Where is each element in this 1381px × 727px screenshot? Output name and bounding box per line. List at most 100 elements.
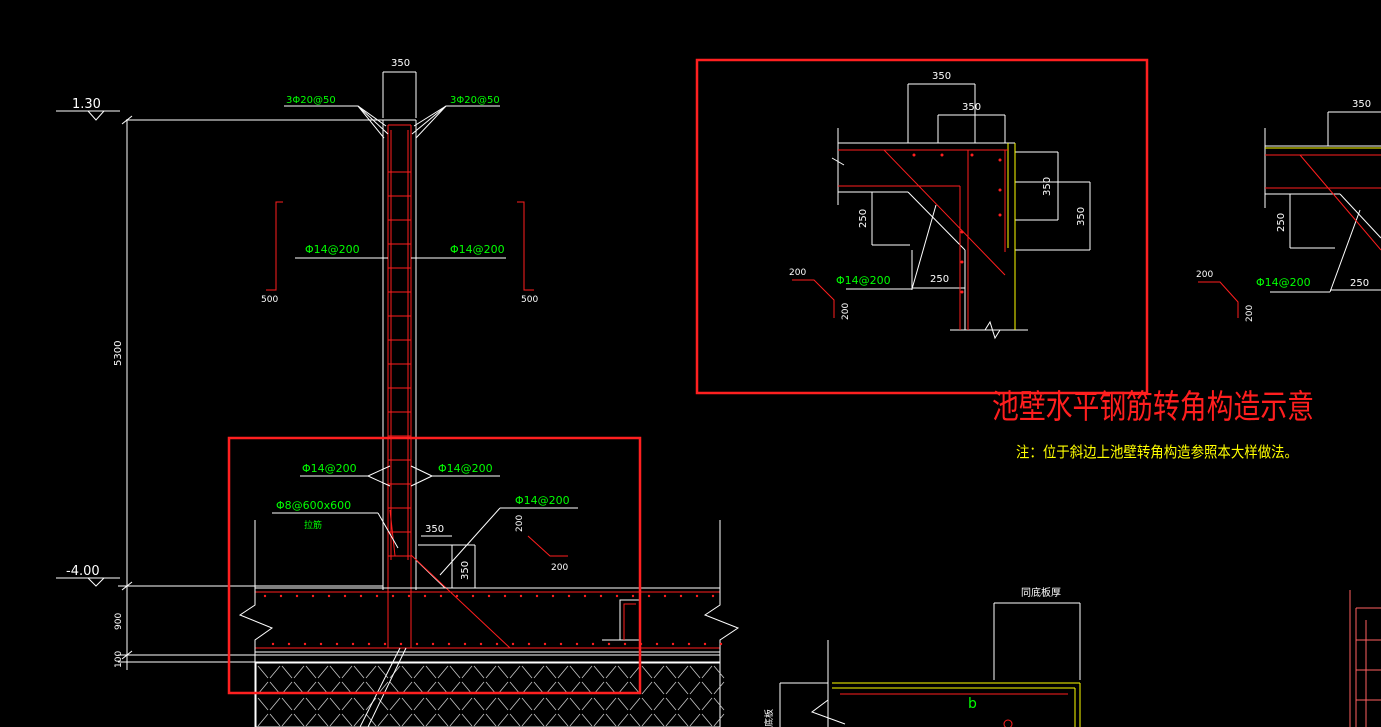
hatch-stroke bbox=[545, 665, 557, 679]
hatch-stroke bbox=[557, 697, 569, 711]
right-dim-250-left: 250 bbox=[1276, 213, 1287, 232]
corner-rebar-label: Φ14@200 bbox=[836, 274, 891, 287]
hatch-stroke bbox=[401, 697, 413, 711]
section-text: 1.30 -4.00 350 5300 900 100 500 500 350 … bbox=[66, 58, 570, 668]
base-slab bbox=[238, 520, 740, 727]
bottom-detail-rebar bbox=[840, 693, 1068, 727]
slab-bottom-dot bbox=[287, 642, 291, 646]
corner-dim-350-inner: 350 bbox=[962, 102, 981, 113]
slab-bottom-dot bbox=[575, 642, 579, 646]
right-partial-text: 350 250 250 200 200 Φ14@200 bbox=[1196, 99, 1371, 322]
hatch-stroke bbox=[269, 697, 281, 711]
slab-top-dot bbox=[455, 594, 459, 598]
slab-bottom-dot bbox=[591, 642, 595, 646]
slab-top-dot bbox=[407, 594, 411, 598]
slab-bottom-dot bbox=[719, 642, 723, 646]
hatch-stroke bbox=[653, 713, 665, 727]
hatch-stroke bbox=[257, 713, 269, 727]
slab-bottom-dot bbox=[607, 642, 611, 646]
slab-bottom-dot bbox=[447, 642, 451, 646]
wall-section-view bbox=[56, 71, 740, 727]
hatch-stroke bbox=[281, 697, 293, 711]
slab-top-dot bbox=[391, 594, 395, 598]
slab-top-dot bbox=[503, 594, 507, 598]
dim-height: 5300 bbox=[113, 341, 124, 366]
slab-bottom-dot bbox=[559, 642, 563, 646]
corner-dim-350-right-inner: 350 bbox=[1042, 177, 1053, 196]
highlight-box-base bbox=[227, 436, 642, 695]
slab-bottom-dot bbox=[271, 642, 275, 646]
slab-top-dot bbox=[263, 594, 267, 598]
hatch-stroke bbox=[461, 713, 473, 727]
slab-top-dot bbox=[567, 594, 571, 598]
right-dim-250-bottom: 250 bbox=[1350, 278, 1369, 289]
slab-top-dot bbox=[327, 594, 331, 598]
hatch-stroke bbox=[569, 665, 581, 679]
hatch-stroke bbox=[617, 697, 629, 711]
slab-bottom-dot bbox=[543, 642, 547, 646]
corner-dim-350-right-outer: 350 bbox=[1076, 207, 1087, 226]
bottom-detail-marker: b bbox=[968, 696, 977, 712]
bottom-detail-label: 同底板厚 bbox=[1021, 586, 1061, 599]
hatch-stroke bbox=[701, 681, 713, 695]
slab-bottom-dot bbox=[399, 642, 403, 646]
hatch-stroke bbox=[437, 713, 449, 727]
hatch-stroke bbox=[641, 665, 653, 679]
dim-haunch-height: 350 bbox=[460, 561, 471, 580]
slab-top-dot bbox=[695, 594, 699, 598]
hatch-stroke bbox=[569, 697, 581, 711]
hatch-stroke bbox=[521, 697, 533, 711]
corner-rebar bbox=[838, 149, 1008, 330]
right-rebar-label: Φ14@200 bbox=[1256, 276, 1311, 289]
hatch-stroke bbox=[665, 713, 677, 727]
hatch-stroke bbox=[533, 713, 545, 727]
right-partial-rebar bbox=[1198, 154, 1381, 318]
slab-top-dot bbox=[615, 594, 619, 598]
hatch-stroke bbox=[545, 697, 557, 711]
hatch-stroke bbox=[701, 665, 713, 679]
slab-top-dot bbox=[583, 594, 587, 598]
rebar-label-mid-left: Φ14@200 bbox=[305, 243, 360, 256]
corner-dot bbox=[960, 290, 964, 294]
hatch-stroke bbox=[425, 665, 437, 679]
dim-cushion: 100 bbox=[114, 651, 124, 668]
side-bracket-left bbox=[266, 201, 283, 291]
corner-dot bbox=[998, 213, 1002, 217]
hatch-stroke bbox=[629, 713, 641, 727]
hatch-stroke bbox=[569, 713, 581, 727]
hatch-stroke bbox=[713, 681, 725, 695]
hatch-stroke bbox=[377, 713, 389, 727]
hatch-stroke bbox=[521, 665, 533, 679]
corner-dim-350-outer: 350 bbox=[932, 71, 951, 82]
hatch-stroke bbox=[653, 665, 665, 679]
hatch-stroke bbox=[557, 665, 569, 679]
slab-top-dot bbox=[487, 594, 491, 598]
slab-top-dot bbox=[519, 594, 523, 598]
slab-bottom-dot bbox=[671, 642, 675, 646]
slab-bottom-dot bbox=[463, 642, 467, 646]
slab-bottom-dot bbox=[431, 642, 435, 646]
hatch-stroke bbox=[485, 665, 497, 679]
hatch-stroke bbox=[713, 697, 725, 711]
right-dim-200-b: 200 bbox=[1245, 305, 1255, 322]
slab-top-dot bbox=[663, 594, 667, 598]
hatch-stroke bbox=[665, 697, 677, 711]
corner-dot bbox=[960, 230, 964, 234]
hatch-stroke bbox=[689, 713, 701, 727]
hatch-stroke bbox=[281, 713, 293, 727]
hatch-stroke bbox=[629, 697, 641, 711]
hatch-stroke bbox=[461, 665, 473, 679]
slab-top-dot bbox=[343, 594, 347, 598]
slab-bottom-dot bbox=[383, 642, 387, 646]
hatch-stroke bbox=[305, 665, 317, 679]
hatch-stroke bbox=[605, 697, 617, 711]
hatch-stroke bbox=[449, 697, 461, 711]
hatch-stroke bbox=[281, 665, 293, 679]
hatch-stroke bbox=[305, 713, 317, 727]
hatch-stroke bbox=[353, 665, 365, 679]
slab-top-dot bbox=[535, 594, 539, 598]
hatch-stroke bbox=[689, 681, 701, 695]
hatch-stroke bbox=[449, 713, 461, 727]
corner-dot bbox=[960, 260, 964, 264]
